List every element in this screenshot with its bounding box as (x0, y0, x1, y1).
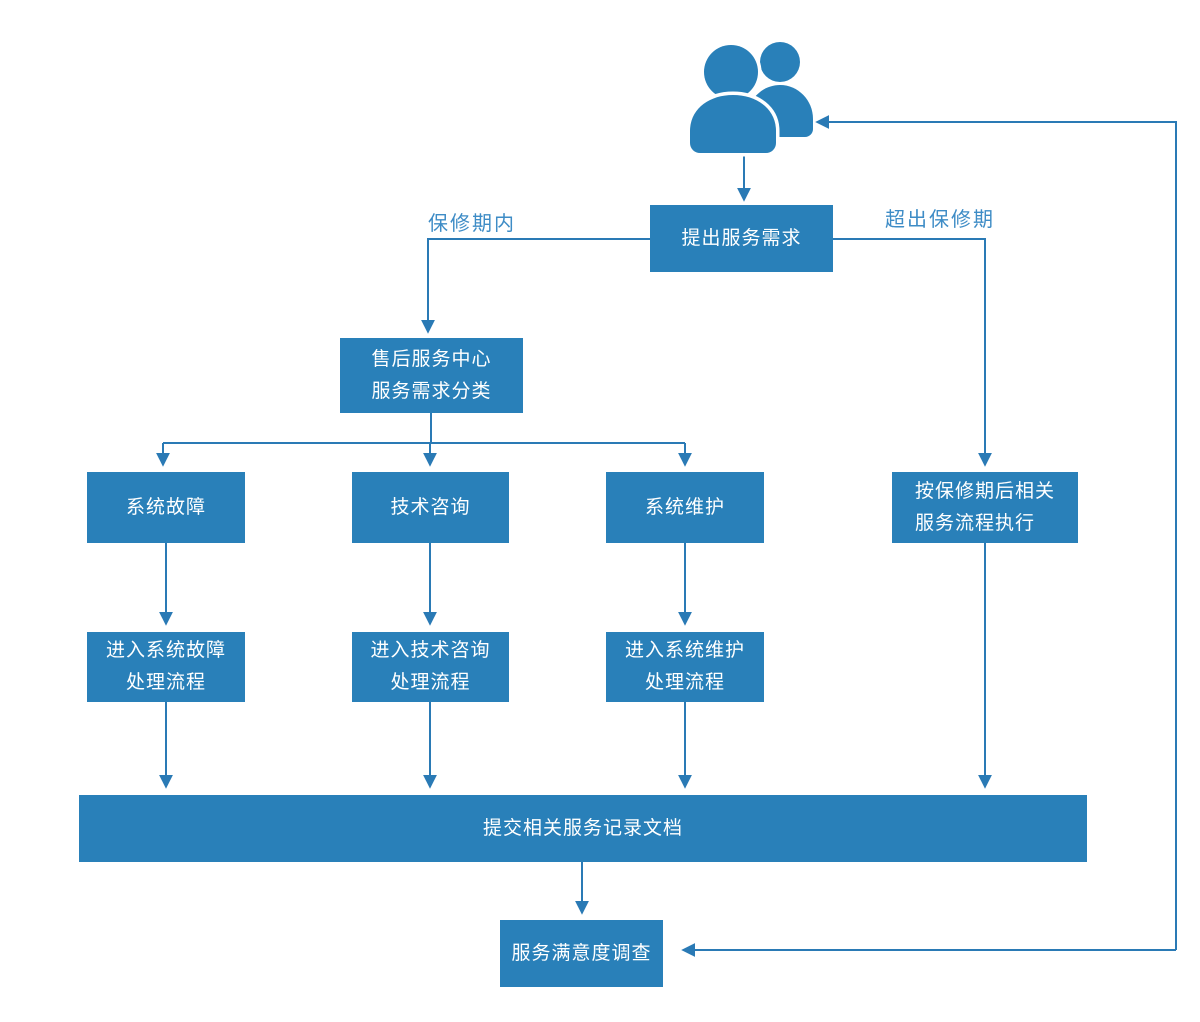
node-enter-maintenance-flow-label: 进入系统维护 处理流程 (624, 640, 745, 693)
node-satisfaction-survey-label: 服务满意度调查 (511, 942, 652, 964)
node-enter-consult-flow-label: 进入技术咨询 处理流程 (370, 640, 491, 693)
node-tech-consult: 技术咨询 (352, 472, 509, 543)
node-service-center-classification: 售后服务中心 服务需求分类 (340, 338, 523, 413)
edge-label-within-warranty: 保修期内 (428, 213, 516, 235)
node-after-warranty-process: 按保修期后相关 服务流程执行 (892, 472, 1078, 543)
edge-request-to-after-warranty (833, 238, 992, 467)
node-enter-fault-flow-label: 进入系统故障 处理流程 (105, 640, 226, 693)
users-icon (686, 41, 813, 157)
edge-label-beyond-warranty: 超出保修期 (885, 209, 995, 231)
node-system-fault: 系统故障 (87, 472, 245, 543)
node-tech-consult-label: 技术咨询 (390, 496, 471, 518)
node-service-center-classification-label: 售后服务中心 服务需求分类 (371, 348, 492, 402)
node-enter-maintenance-flow: 进入系统维护 处理流程 (606, 632, 764, 702)
edge-feedback-to-users (815, 115, 1177, 950)
node-enter-fault-flow: 进入系统故障 处理流程 (87, 632, 245, 702)
node-system-maintenance-label: 系统维护 (644, 496, 725, 518)
node-after-warranty-process-label: 按保修期后相关 服务流程执行 (914, 480, 1055, 534)
node-system-fault-label: 系统故障 (125, 496, 206, 518)
node-service-request: 提出服务需求 (650, 205, 833, 272)
node-service-request-label: 提出服务需求 (681, 227, 802, 249)
node-satisfaction-survey: 服务满意度调查 (500, 920, 663, 987)
node-system-maintenance: 系统维护 (606, 472, 764, 543)
edge-request-to-center (421, 238, 650, 334)
node-submit-service-records: 提交相关服务记录文档 (79, 795, 1087, 862)
node-enter-consult-flow: 进入技术咨询 处理流程 (352, 632, 509, 702)
node-submit-service-records-label: 提交相关服务记录文档 (482, 817, 683, 839)
